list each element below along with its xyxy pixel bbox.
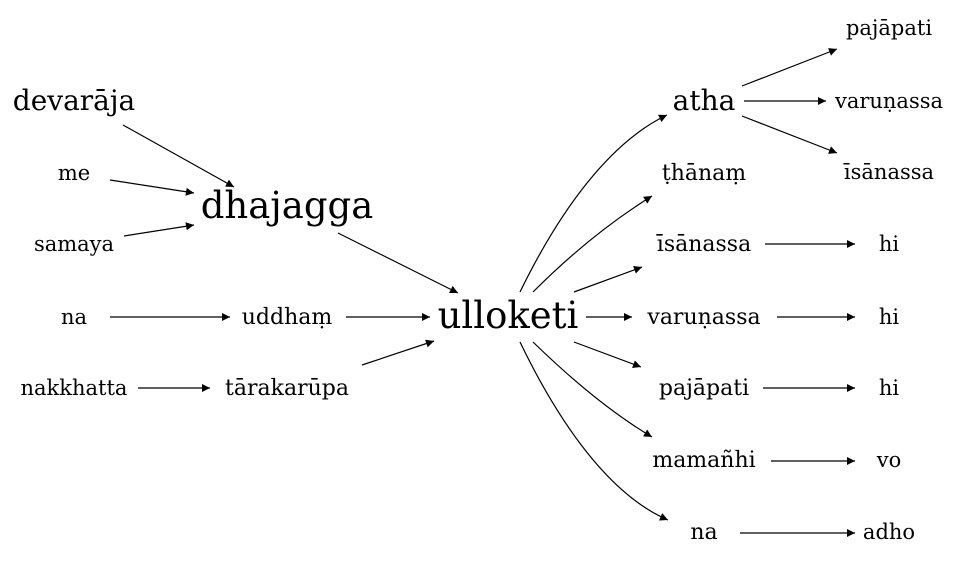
node-thanam: ṭhānaṃ <box>662 161 746 186</box>
edge-devaraja-dhajagga <box>122 124 235 188</box>
node-me: me <box>58 161 90 185</box>
node-na-left: na <box>61 305 87 329</box>
node-varunassa-mid: varuṇassa <box>646 305 760 330</box>
node-mamanhi: mamañhi <box>652 448 755 473</box>
node-samaya: samaya <box>34 232 114 256</box>
node-varunassa-top: varuṇassa <box>834 89 943 113</box>
node-nakkhatta: nakkhatta <box>21 376 128 400</box>
node-adho: adho <box>863 520 915 544</box>
edge-ulloketi-na <box>519 341 669 521</box>
edge-ulloketi-mamanhi <box>532 341 653 438</box>
node-pajapati-mid: pajāpati <box>659 376 749 401</box>
node-tarakarupa: tārakarūpa <box>225 376 349 401</box>
edge-atha-isanassa <box>741 115 838 154</box>
node-dhajagga: dhajagga <box>201 184 374 227</box>
edge-ulloketi-pajapati <box>573 341 642 368</box>
nodes: devarāja me samaya dhajagga na uddhaṃ na… <box>13 16 943 545</box>
edge-ulloketi-thanam <box>532 195 653 293</box>
node-ulloketi: ulloketi <box>438 294 579 337</box>
edge-dhajagga-ulloketi <box>337 232 459 294</box>
edge-tarakarupa-ulloketi <box>361 339 435 366</box>
edge-samaya-dhajagga <box>123 222 195 237</box>
edge-me-dhajagga <box>109 179 195 196</box>
node-vo: vo <box>876 448 902 472</box>
node-atha: atha <box>673 84 736 117</box>
node-hi-3: hi <box>879 376 900 400</box>
edges <box>109 48 855 537</box>
node-isanassa-mid: īsānassa <box>656 232 751 257</box>
node-uddham: uddhaṃ <box>242 305 333 330</box>
edge-ulloketi-isanassa <box>573 266 643 293</box>
node-hi-2: hi <box>879 305 900 329</box>
node-isanassa-top: īsānassa <box>843 160 934 184</box>
node-na-right: na <box>690 520 717 545</box>
node-devaraja: devarāja <box>13 84 135 117</box>
node-pajapati-top: pajāpati <box>846 16 932 40</box>
edge-ulloketi-atha <box>519 114 668 293</box>
node-hi-1: hi <box>879 232 900 256</box>
edge-atha-pajapati <box>741 48 838 87</box>
